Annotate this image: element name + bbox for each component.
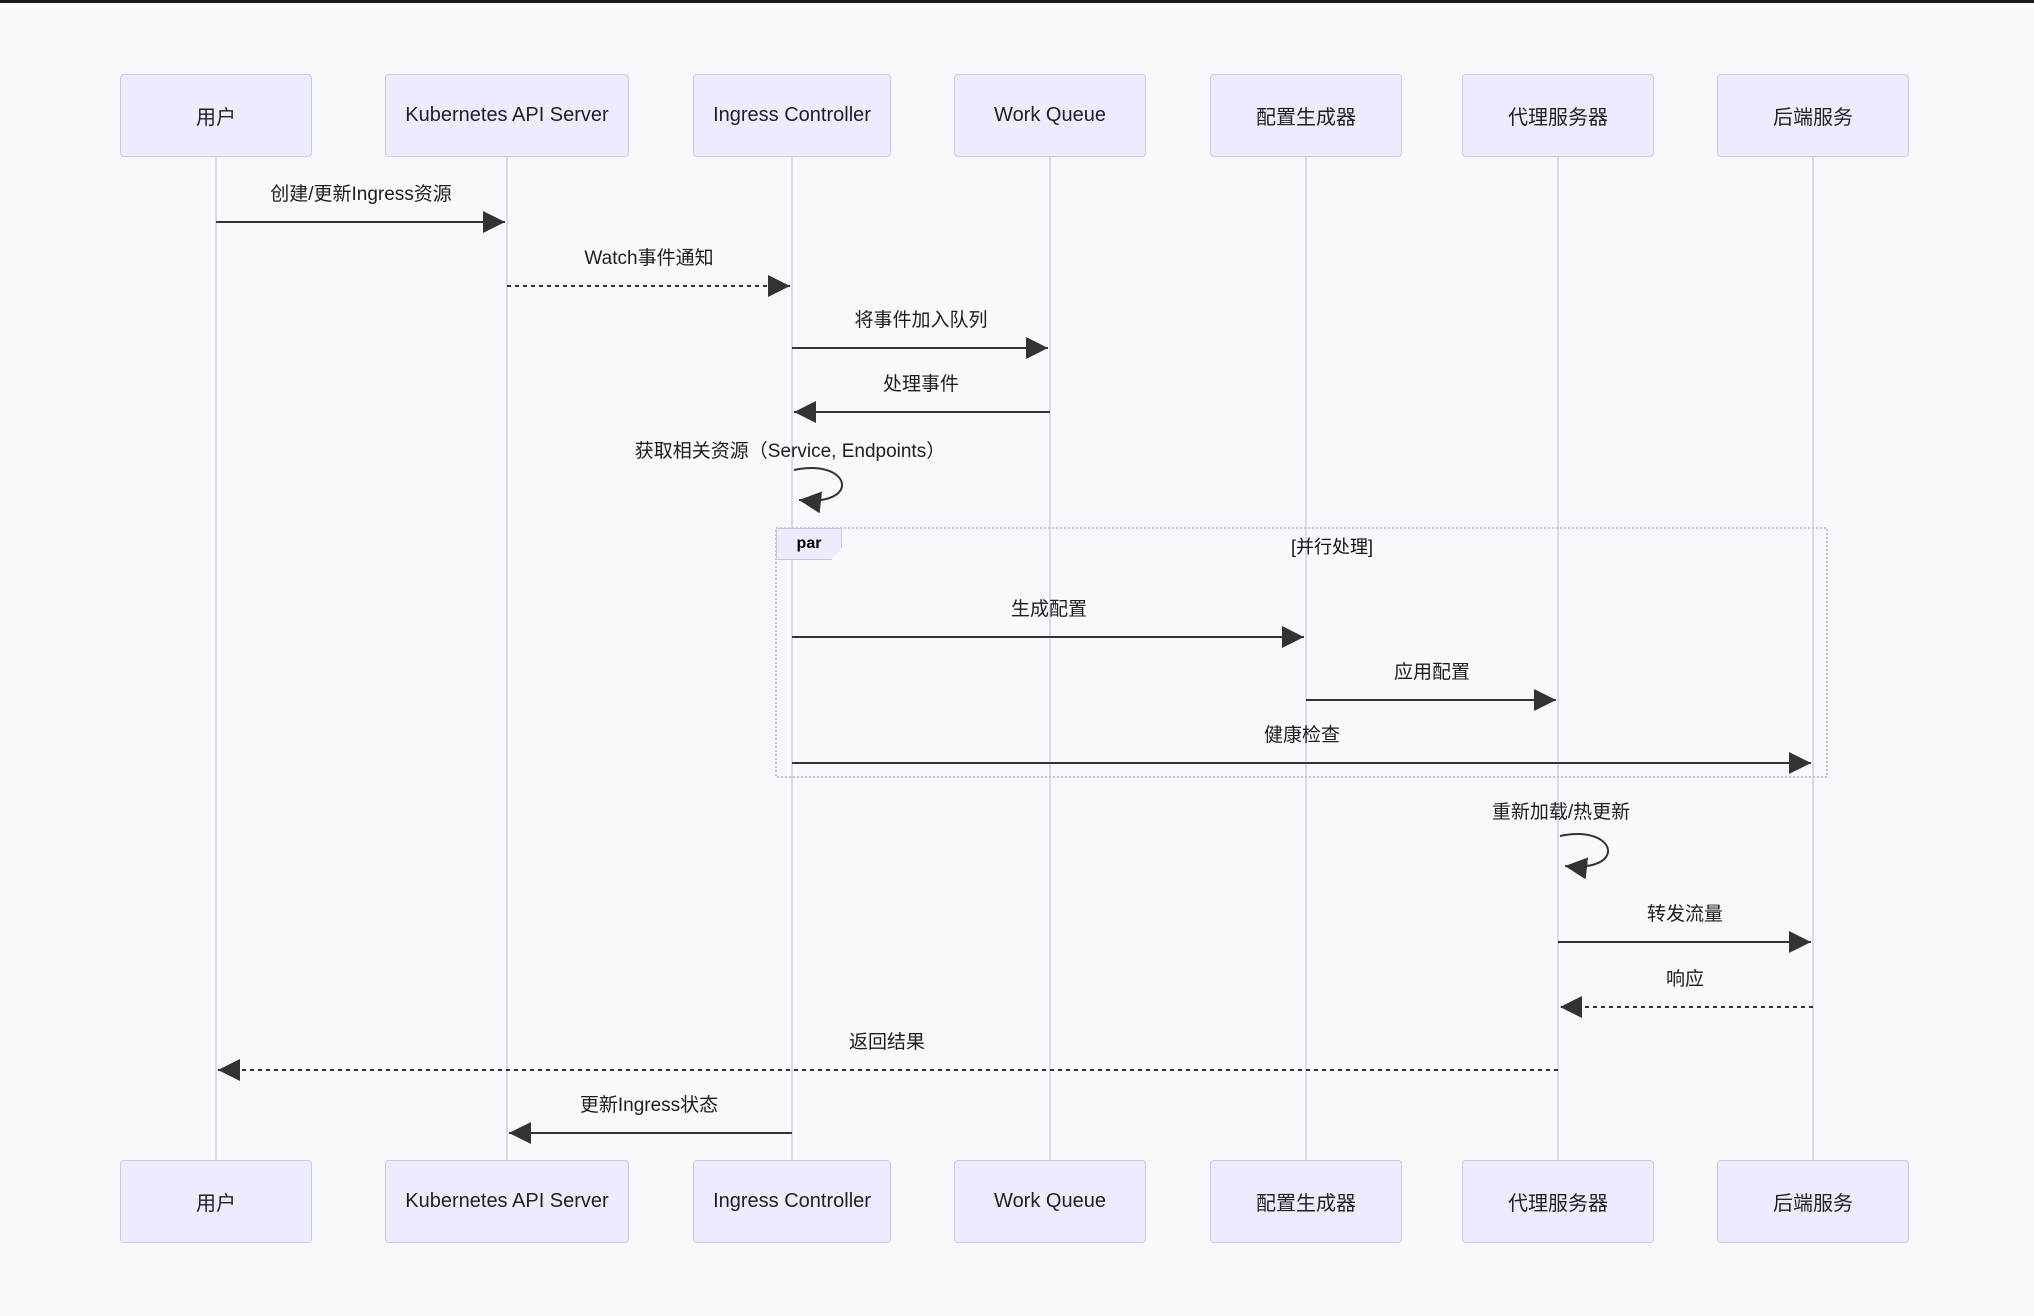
participant-box-bottom: 配置生成器 (1210, 1160, 1402, 1243)
message-label: 应用配置 (1393, 662, 1471, 683)
participant-box-top: 配置生成器 (1210, 74, 1402, 157)
message-label: 将事件加入队列 (854, 310, 988, 331)
participant-label: 代理服务器 (1508, 107, 1608, 129)
message-label: 处理事件 (882, 374, 960, 395)
par-frame (775, 527, 1828, 778)
participant-label: 后端服务 (1773, 107, 1853, 129)
participant-box-bottom: 用户 (120, 1160, 312, 1243)
window-top-edge (0, 0, 2034, 3)
participant-label: Work Queue (994, 104, 1106, 126)
participant-box-bottom: 后端服务 (1717, 1160, 1909, 1243)
participant-box-top: 后端服务 (1717, 74, 1909, 157)
participant-label: 配置生成器 (1256, 107, 1356, 129)
lifelines (215, 157, 1814, 1160)
par-label: par (776, 528, 842, 560)
message-label: 转发流量 (1646, 904, 1724, 925)
message-label: 重新加载/热更新 (1491, 802, 1631, 823)
participant-label: 用户 (196, 107, 236, 129)
participant-box-top: Ingress Controller (693, 74, 891, 157)
participant-box-bottom: Kubernetes API Server (385, 1160, 629, 1243)
participant-label: 后端服务 (1773, 1193, 1853, 1215)
participant-box-bottom: Work Queue (954, 1160, 1146, 1243)
message-label: 生成配置 (1010, 599, 1088, 620)
par-condition: [并行处理] (1290, 537, 1374, 557)
participant-label: Work Queue (994, 1190, 1106, 1212)
participant-box-top: Work Queue (954, 74, 1146, 157)
participant-label: Kubernetes API Server (405, 1190, 609, 1212)
message-label: 创建/更新Ingress资源 (270, 184, 452, 205)
message-label: 健康检查 (1263, 725, 1341, 746)
participant-box-top: 代理服务器 (1462, 74, 1654, 157)
participant-box-bottom: 代理服务器 (1462, 1160, 1654, 1243)
participant-box-top: 用户 (120, 74, 312, 157)
participant-box-top: Kubernetes API Server (385, 74, 629, 157)
message-label: 返回结果 (848, 1032, 926, 1053)
participant-box-bottom: Ingress Controller (693, 1160, 891, 1243)
participant-label: Ingress Controller (713, 1190, 871, 1212)
participant-label: 用户 (196, 1193, 236, 1215)
participant-label: 代理服务器 (1508, 1193, 1608, 1215)
message-label: 获取相关资源（Service, Endpoints） (634, 441, 946, 462)
message-label: 更新Ingress状态 (579, 1095, 719, 1116)
message-label: Watch事件通知 (584, 248, 714, 269)
message-arrows (216, 211, 1813, 1144)
participant-label: Ingress Controller (713, 104, 871, 126)
message-label: 响应 (1665, 969, 1705, 990)
participant-label: Kubernetes API Server (405, 104, 609, 126)
participant-label: 配置生成器 (1256, 1193, 1356, 1215)
